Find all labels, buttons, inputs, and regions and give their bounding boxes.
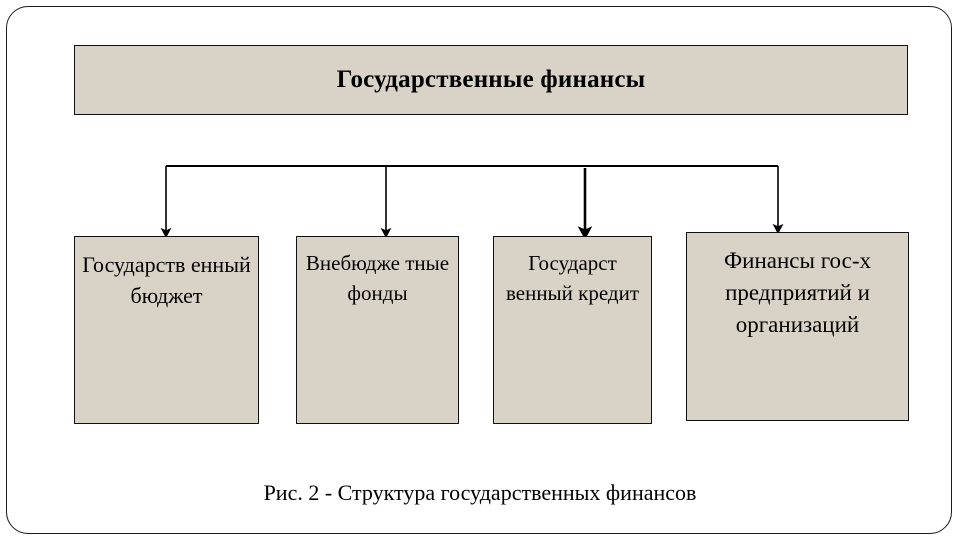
node-child-3-label: Государст венный кредит <box>505 251 640 305</box>
node-child-2[interactable]: Внебюдже тные фонды <box>296 236 459 424</box>
node-child-4-label: Финансы гос-х предприятий и организаций <box>723 248 872 338</box>
node-root[interactable]: Государственные финансы <box>74 45 908 115</box>
node-child-2-label: Внебюдже тные фонды <box>305 251 450 305</box>
node-child-3[interactable]: Государст венный кредит <box>493 236 652 424</box>
figure-caption: Рис. 2 - Структура государственных финан… <box>263 480 697 505</box>
slide-border-frame <box>6 6 952 534</box>
node-child-1-label: Государств енный бюджет <box>82 252 251 309</box>
node-child-1[interactable]: Государств енный бюджет <box>74 236 259 424</box>
node-root-label: Государственные финансы <box>336 65 646 93</box>
node-child-4[interactable]: Финансы гос-х предприятий и организаций <box>686 232 909 421</box>
